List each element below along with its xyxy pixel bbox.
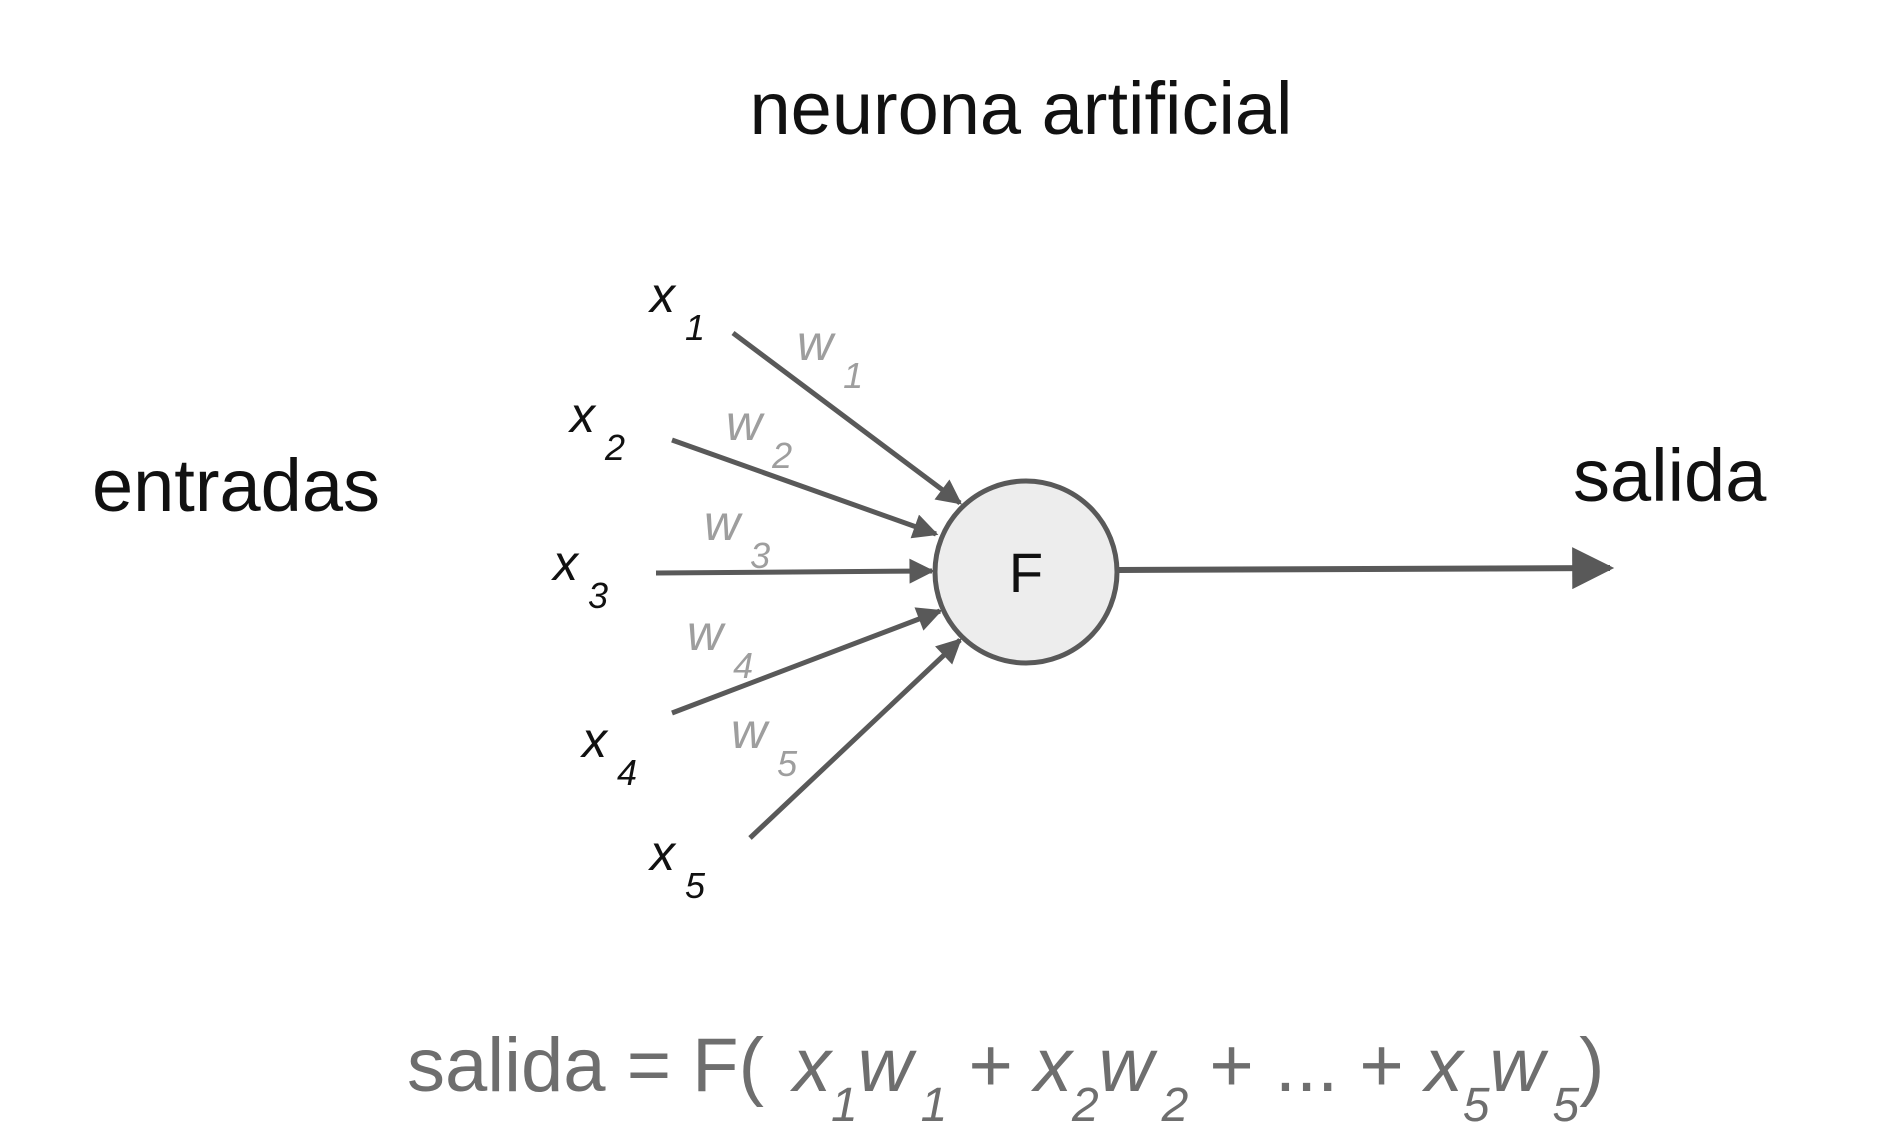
formula-term-x: x	[789, 1023, 834, 1108]
input-edge-3	[655, 558, 935, 584]
input-label-x2: x2	[568, 387, 625, 468]
formula-term-wsub: 2	[1161, 1079, 1189, 1132]
activation-function-label: F	[1009, 541, 1043, 604]
formula-sep: +	[947, 1023, 1034, 1108]
formula-term-xsub: 2	[1071, 1079, 1099, 1132]
weight-label-w4: w4	[687, 605, 753, 686]
input-edge-5	[748, 638, 962, 840]
weight-label-w5: w5	[731, 703, 798, 784]
formula-term-xsub: 5	[1463, 1079, 1490, 1132]
formula-term-wsub: 1	[921, 1079, 948, 1132]
input-edge-1	[731, 330, 963, 506]
input-edges	[655, 330, 963, 840]
diagram-title: neurona artificial	[750, 67, 1293, 150]
input-label-x4: x4	[580, 712, 637, 793]
input-edge-2	[671, 437, 939, 539]
input-label-x3: x3	[551, 535, 608, 616]
input-edge-4	[671, 607, 943, 716]
formula-term-w: w	[1490, 1023, 1549, 1108]
inputs-label: entradas	[92, 444, 380, 527]
weight-label-w2: w2	[726, 395, 792, 476]
formula-term-x: x	[1030, 1023, 1075, 1108]
input-label-x5: x5	[648, 825, 706, 906]
input-label-x1: x1	[648, 267, 705, 348]
formula-close: )	[1579, 1023, 1604, 1108]
weight-label-w1: w1	[797, 315, 863, 396]
output-label: salida	[1573, 434, 1767, 517]
formula-lhs: salida = F(	[407, 1023, 764, 1108]
formula-term-w: w	[858, 1023, 917, 1108]
formula-term-w: w	[1099, 1023, 1158, 1108]
formula-term-wsub: 5	[1552, 1079, 1579, 1132]
formula-sep: + ... +	[1188, 1023, 1425, 1108]
neuron-node	[932, 478, 1120, 666]
weight-label-w3: w3	[704, 495, 770, 576]
output-arrow	[1118, 547, 1615, 590]
formula-term-xsub: 1	[831, 1079, 858, 1132]
formula-term-x: x	[1421, 1023, 1466, 1108]
